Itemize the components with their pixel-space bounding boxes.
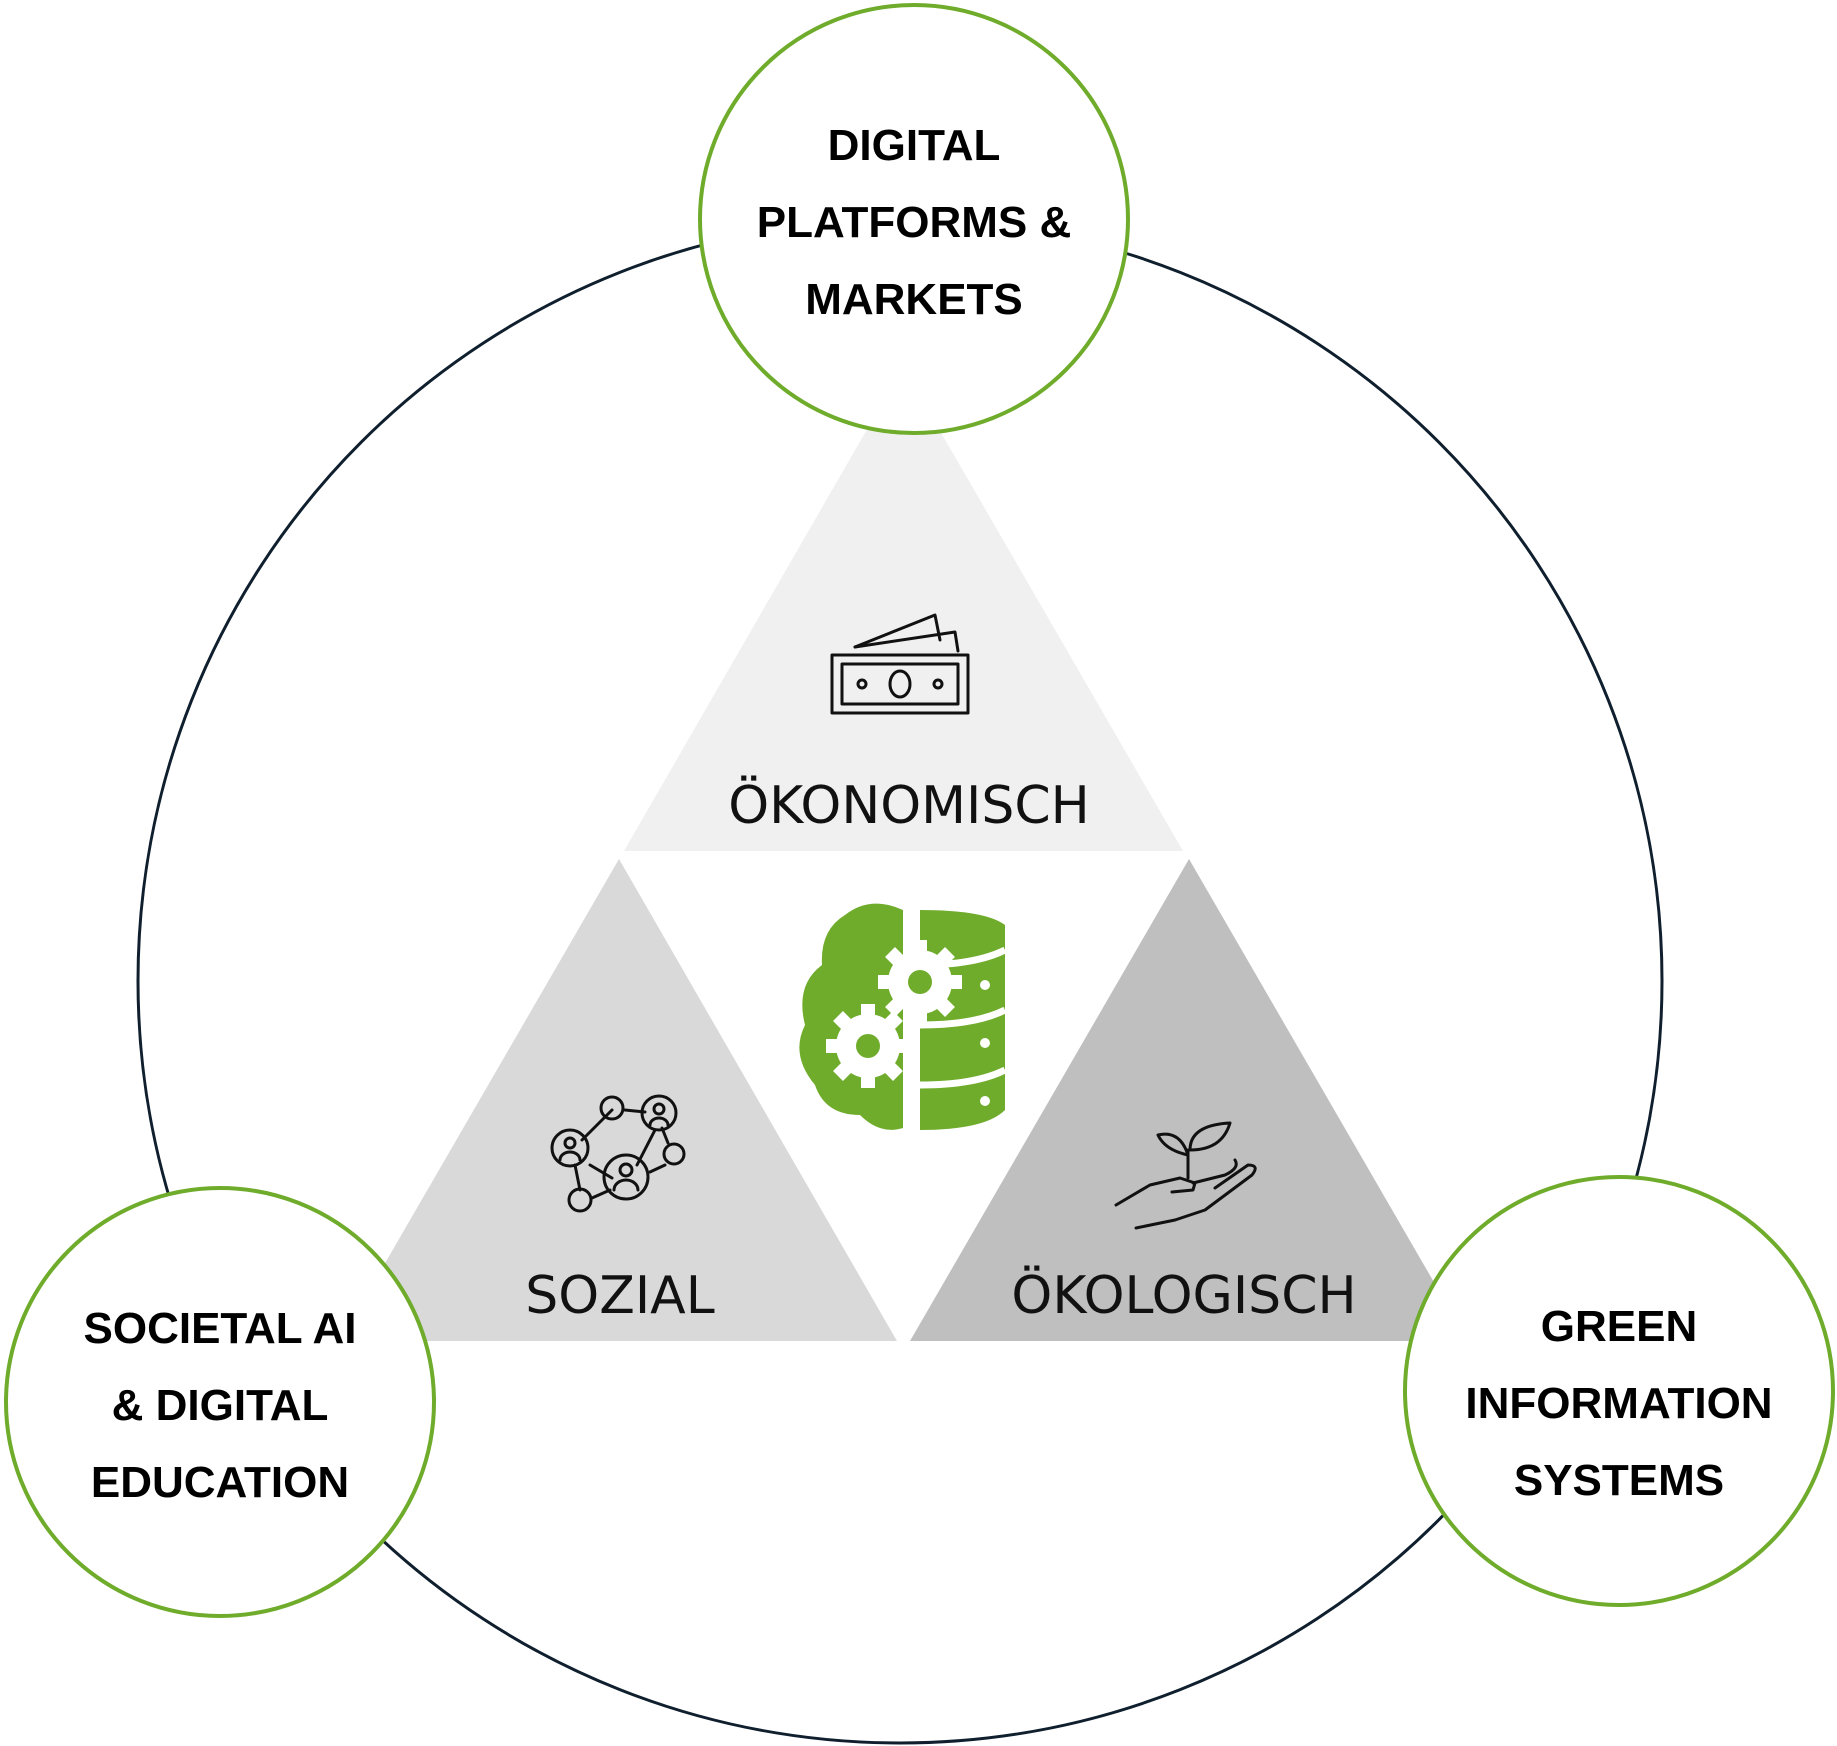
network-people-icon [550,1094,686,1213]
circle-digital-platforms: DIGITAL PLATFORMS & MARKETS [698,3,1130,435]
circle-right-line-1: GREEN [1541,1302,1697,1351]
label-oekologisch: ÖKOLOGISCH [1011,1265,1356,1326]
hand-plant-icon [1114,1121,1257,1230]
circle-top-line-2: PLATFORMS & [757,198,1072,247]
circle-top-line-3: MARKETS [805,275,1023,324]
circle-right-line-3: SYSTEMS [1514,1456,1724,1505]
circle-top-line-1: DIGITAL [828,121,1001,170]
circle-societal-ai: SOCIETAL AI & DIGITAL EDUCATION [4,1186,436,1618]
label-oekonomisch: ÖKONOMISCH [728,775,1090,836]
label-sozial: SOZIAL [525,1266,714,1326]
circle-left-line-3: EDUCATION [91,1458,349,1507]
money-icon [830,613,970,715]
triangle-oekologisch [910,859,1468,1341]
triangle-oekonomisch [624,367,1183,851]
brain-gears-database-icon [799,903,1007,1130]
circle-left-line-1: SOCIETAL AI [84,1304,357,1353]
circle-green-is: GREEN INFORMATION SYSTEMS [1403,1175,1835,1607]
circle-right-line-2: INFORMATION [1465,1379,1772,1428]
circle-left-line-2: & DIGITAL [112,1381,329,1430]
